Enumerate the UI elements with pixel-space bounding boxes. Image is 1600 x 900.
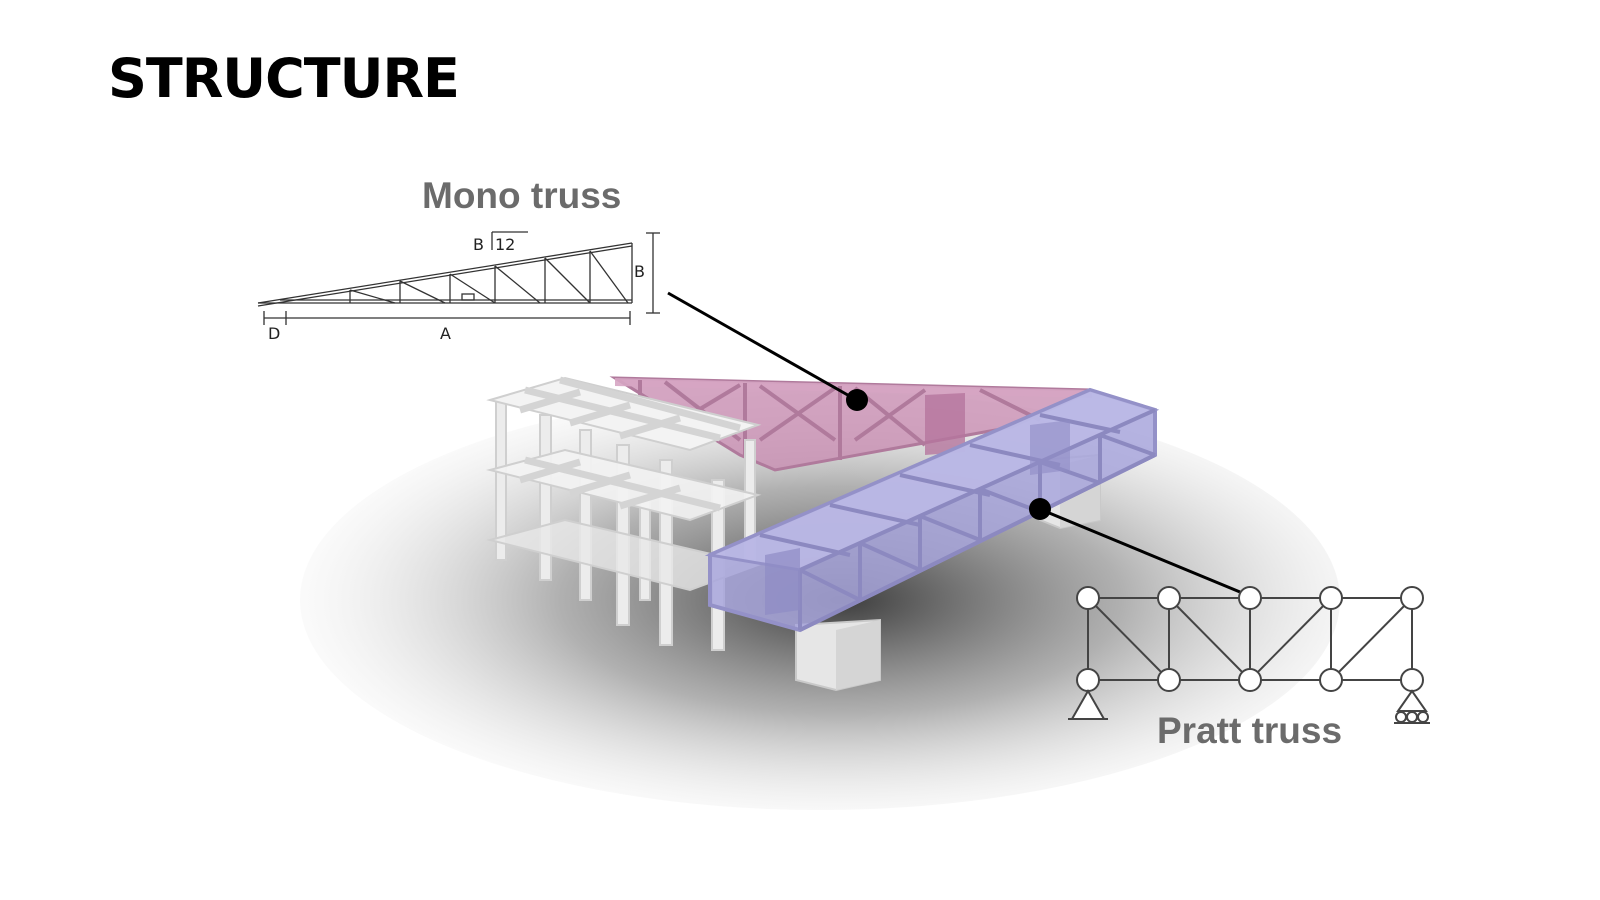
mono-truss-marker xyxy=(846,389,868,411)
mono-truss-span-label: A xyxy=(440,324,451,343)
mono-truss-label: Mono truss xyxy=(422,175,621,216)
page-title: STRUCTURE xyxy=(108,47,460,110)
mono-truss-volume xyxy=(609,376,1093,472)
pratt-truss-label: Pratt truss xyxy=(1157,710,1342,751)
pratt-truss-diagram xyxy=(1068,586,1430,724)
pratt-truss-leader xyxy=(1029,498,1241,594)
mono-truss-leader xyxy=(667,291,868,411)
concrete-frame xyxy=(486,376,762,651)
mono-truss-pitch-value: 12 xyxy=(495,235,515,254)
mono-truss-overhang-label: D xyxy=(268,324,280,343)
pratt-truss-marker xyxy=(1029,498,1051,520)
mono-truss-pitch-label: B xyxy=(473,235,484,254)
mono-truss-height-label: B xyxy=(634,262,645,281)
pratt-truss-volume xyxy=(704,387,1160,633)
mono-truss-diagram xyxy=(257,231,660,325)
roller-support-icon xyxy=(1396,689,1428,712)
